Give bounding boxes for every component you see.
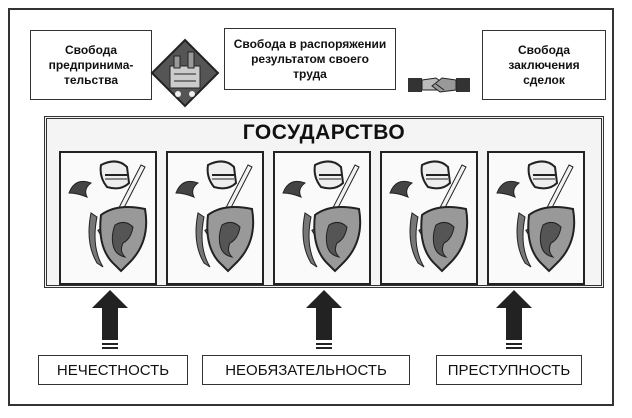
knight-guard-icon bbox=[59, 151, 157, 285]
state-box: ГОСУДАРСТВО bbox=[44, 116, 604, 288]
freedom-label-enterprise: Свобода предпринима- тельства bbox=[48, 42, 134, 87]
arrow-up-icon bbox=[92, 290, 128, 349]
knight-guard-icon bbox=[273, 151, 371, 285]
freedom-label-labor-results: Свобода в распоряжении результатом своег… bbox=[233, 36, 387, 81]
arrow-up-icon bbox=[306, 290, 342, 349]
factory-icon bbox=[150, 38, 220, 108]
freedom-box-labor-results: Свобода в распоряжении результатом своег… bbox=[224, 28, 396, 90]
knight-guard-icon bbox=[487, 151, 585, 285]
knight-guard-icon bbox=[380, 151, 478, 285]
freedom-box-enterprise: Свобода предпринима- тельства bbox=[30, 30, 152, 100]
handshake-icon bbox=[408, 77, 470, 93]
state-title: ГОСУДАРСТВО bbox=[242, 121, 406, 144]
threat-box-irresponsibility: НЕОБЯЗАТЕЛЬНОСТЬ bbox=[202, 355, 410, 385]
arrow-up-icon bbox=[496, 290, 532, 349]
threat-label-crime: ПРЕСТУПНОСТЬ bbox=[447, 361, 571, 379]
knight-guard-icon bbox=[166, 151, 264, 285]
threat-box-crime: ПРЕСТУПНОСТЬ bbox=[436, 355, 582, 385]
threat-label-dishonesty: НЕЧЕСТНОСТЬ bbox=[56, 361, 170, 379]
threat-box-dishonesty: НЕЧЕСТНОСТЬ bbox=[38, 355, 188, 385]
freedom-label-contracts: Свобода заключения сделок bbox=[508, 42, 580, 87]
threat-label-irresponsibility: НЕОБЯЗАТЕЛЬНОСТЬ bbox=[225, 361, 387, 379]
freedom-box-contracts: Свобода заключения сделок bbox=[482, 30, 606, 100]
